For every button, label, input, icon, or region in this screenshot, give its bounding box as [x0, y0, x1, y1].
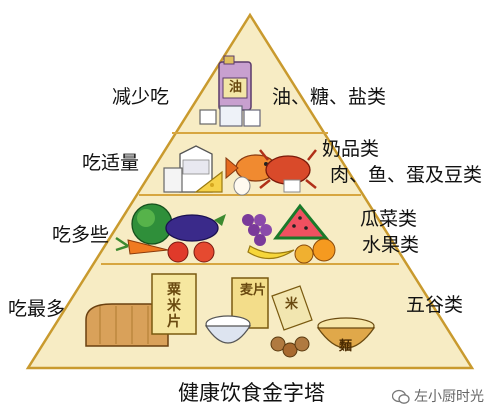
tier-3-left-label: 吃多些: [52, 224, 110, 246]
tomato-icon: [167, 241, 215, 263]
tier-3-right-label-line1: 瓜菜类: [360, 208, 418, 230]
watermark-text: 左小厨时光: [414, 389, 484, 405]
wheat-box-label: 麦片: [240, 283, 267, 298]
banana-icon: [247, 245, 295, 260]
pyramid-outline: [25, 12, 475, 370]
bread-loaf-icon: [85, 303, 169, 347]
grapes-icon: [242, 214, 272, 246]
noodle-bowl-label: 麵: [339, 339, 353, 354]
rice-bowl-icon: [204, 315, 252, 344]
sugar-cube-icon: [199, 109, 217, 125]
watermark: 左小厨时光: [392, 389, 484, 405]
cabbage-icon: [131, 203, 173, 245]
orange-icon: [294, 238, 336, 264]
watermelon-icon: [273, 203, 330, 240]
oil-can-icon: [218, 55, 252, 111]
diagram-title: 健康饮食金字塔: [178, 381, 325, 405]
noodle-bowl-icon: [316, 317, 376, 349]
milk-carton-icon: [163, 145, 213, 193]
tier-4-right-label: 五谷类: [406, 294, 464, 316]
cereal-box-label: 粟米片: [167, 282, 181, 330]
tier-1-left-label: 减少吃: [112, 86, 170, 108]
biscuits-icon: [270, 336, 310, 358]
egg-icon: [233, 176, 301, 196]
eggplant-icon: [165, 214, 226, 242]
tier-3-right-label-line2: 水果类: [362, 234, 420, 256]
tier-2-right-label-line1: 奶品类: [322, 138, 380, 160]
cheese-icon: [194, 170, 223, 193]
tier-2-right-label-line2: 肉、鱼、蛋及豆类: [330, 164, 483, 186]
tier-1-right-label: 油、糖、盐类: [272, 86, 387, 108]
chat-bubble-icon: [392, 389, 410, 404]
salt-box-icon: [219, 105, 261, 127]
carrot-icon: [115, 236, 169, 255]
tier-2-left-label: 吃适量: [82, 152, 140, 174]
tier-4-left-label: 吃最多: [8, 298, 66, 320]
rice-bag-label: 米: [285, 297, 299, 312]
oil-can-label: 油: [229, 80, 243, 95]
